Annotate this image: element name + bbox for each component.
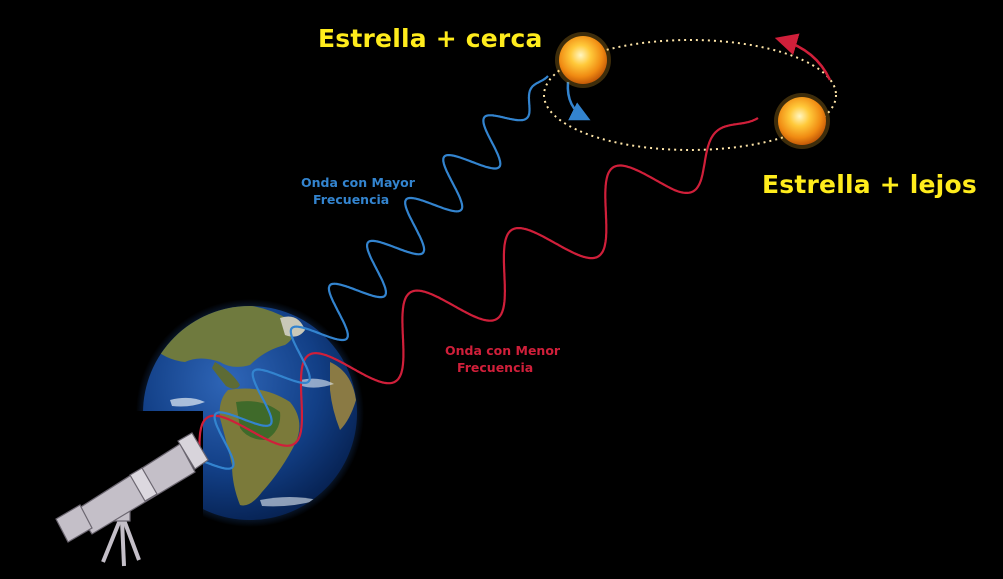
orbit-path xyxy=(543,39,837,151)
high-frequency-label: Onda con Mayor Frecuencia xyxy=(301,174,415,208)
near-star-sun-icon xyxy=(555,32,611,88)
low-frequency-label: Onda con Menor Frecuencia xyxy=(445,342,560,376)
near-star-direction-arrow xyxy=(566,81,591,121)
telescope-icon xyxy=(55,432,209,567)
high-frequency-label-line2: Frecuencia xyxy=(313,192,390,207)
low-frequency-wave xyxy=(198,117,759,463)
orbit-direction-arrow xyxy=(774,33,832,81)
high-frequency-wave xyxy=(204,75,549,470)
far-star-sun-icon xyxy=(774,93,830,149)
high-frequency-label-line1: Onda con Mayor xyxy=(301,175,415,190)
low-frequency-label-line1: Onda con Menor xyxy=(445,343,561,358)
near-star-label: Estrella + cerca xyxy=(318,24,543,53)
low-frequency-label-line2: Frecuencia xyxy=(457,360,534,375)
far-star-label: Estrella + lejos xyxy=(762,170,977,199)
